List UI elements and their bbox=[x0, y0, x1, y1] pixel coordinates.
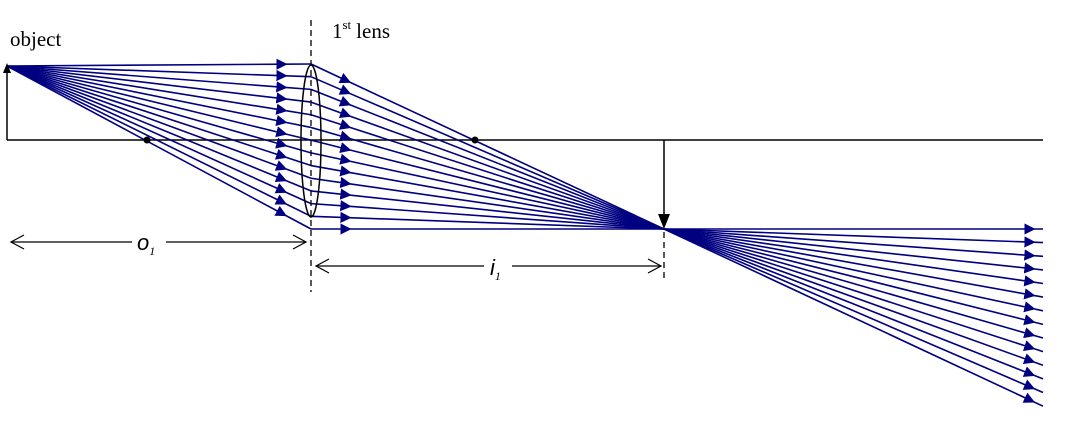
ray-diverging-segment bbox=[663, 228, 1044, 313]
ray-refracted-segment bbox=[310, 114, 665, 230]
ray-incident-segment bbox=[6, 65, 312, 230]
object-distance-label: o1 bbox=[137, 230, 155, 258]
ray-diverging-segment bbox=[663, 228, 1044, 261]
image-distance-label: i1 bbox=[490, 255, 501, 283]
ray-diverging-segment bbox=[663, 228, 1044, 326]
ray-refracted-segment bbox=[310, 188, 665, 230]
ray-incident-segment bbox=[6, 65, 312, 218]
object-arrowhead bbox=[3, 63, 11, 73]
ray-refracted-segment bbox=[310, 200, 665, 230]
ray-refracted-segment bbox=[310, 75, 665, 230]
ray-refracted-segment bbox=[310, 139, 665, 230]
ray-refracted-segment bbox=[310, 126, 665, 230]
ray-diverging-segment bbox=[663, 228, 1044, 274]
ray-diverging-segment bbox=[663, 228, 1044, 300]
ray-diverging-segment bbox=[663, 228, 1044, 287]
ray-incident-segment bbox=[6, 65, 312, 104]
ray-diverging-segment bbox=[663, 228, 1044, 339]
ray-diverging-segment bbox=[663, 228, 1044, 394]
ray-refracted-segment bbox=[310, 101, 665, 230]
ray-incident-segment bbox=[6, 65, 312, 179]
ray-incident-segment bbox=[6, 65, 312, 167]
focal-point-left bbox=[143, 136, 151, 144]
ray-refracted-segment bbox=[310, 211, 665, 230]
ray-incident-segment bbox=[6, 65, 312, 192]
ray-incident-segment bbox=[6, 65, 312, 93]
object-distance-dimension: o1 bbox=[9, 230, 308, 258]
ray-refracted-segment bbox=[310, 63, 665, 230]
ray-incident-segment bbox=[6, 58, 312, 70]
focal-point-right bbox=[471, 136, 479, 144]
ray-incident-segment bbox=[6, 65, 312, 82]
image-distance-dimension: i1 bbox=[314, 255, 663, 283]
ray-diverging-segment bbox=[663, 228, 1044, 380]
ray-diverging-segment bbox=[663, 228, 1044, 407]
ray-diverging-segment bbox=[663, 228, 1044, 248]
ray-refracted-segment bbox=[310, 176, 665, 230]
ray-incident-segment bbox=[6, 65, 312, 205]
ray-refracted-segment bbox=[310, 164, 665, 230]
object-label: object bbox=[10, 27, 61, 51]
ray-diverging-segment bbox=[663, 228, 1044, 367]
ray-refracted-segment bbox=[310, 88, 665, 230]
light-rays bbox=[6, 58, 1044, 407]
image-arrowhead bbox=[658, 214, 670, 229]
ray-refracted-segment bbox=[310, 152, 665, 230]
ray-diverging-segment bbox=[663, 228, 1044, 353]
